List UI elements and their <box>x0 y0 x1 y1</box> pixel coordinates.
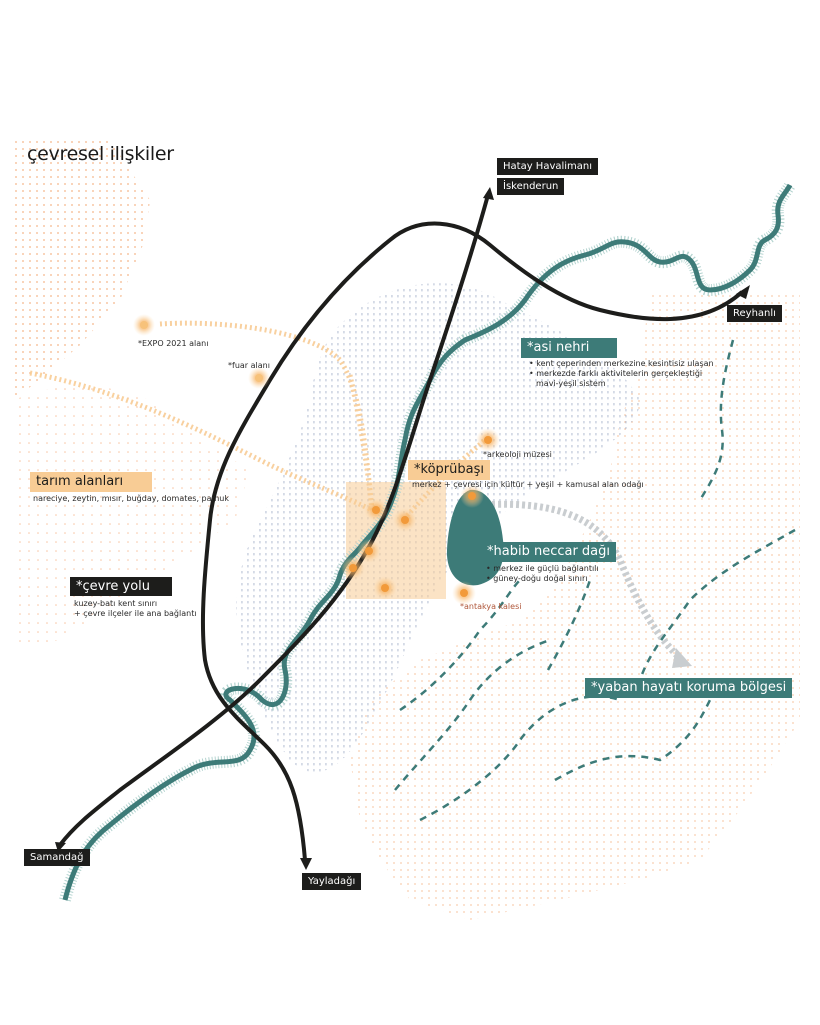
label-hatay-havalimani: Hatay Havalimanı <box>497 158 599 175</box>
asi-river <box>59 182 796 902</box>
airport-road <box>58 194 490 847</box>
label-samandag: Samandağ <box>24 849 90 866</box>
tarim-desc: nareciye, zeytin, mısır, buğday, domates… <box>33 494 230 503</box>
asi-nehri-desc-1: • kent çeperinden merkezine kesintisiz u… <box>529 359 714 368</box>
label-fuar: *fuar alanı <box>228 361 270 370</box>
arrow-to-yayladagi <box>300 858 312 870</box>
fuar-point <box>255 374 263 382</box>
agricultural-dot-area-northwest <box>12 140 150 400</box>
habib-neccar-desc-2: • güney-doğu doğal sınırı <box>486 574 588 583</box>
label-iskenderun: İskenderun <box>497 178 565 195</box>
label-antakya-kalesi: *antakya kalesi <box>460 602 522 611</box>
arrow-to-iskenderun <box>483 187 494 200</box>
label-koprubasi: *köprübaşı <box>408 460 490 480</box>
map-title: çevresel ilişkiler <box>27 143 174 165</box>
label-tarim-alanlari: tarım alanları <box>30 472 152 492</box>
cevre-yolu-desc-2: + çevre ilçeler ile ana bağlantı <box>74 609 197 618</box>
roads <box>58 194 744 861</box>
label-habib-neccar: *habib neccar dağı <box>481 542 617 562</box>
koprubasi-area <box>346 482 446 599</box>
antakya-kalesi-point <box>460 589 468 597</box>
cevre-yolu-desc-1: kuzey-batı kent sınırı <box>74 599 158 608</box>
asi-nehri-desc-3: mavi-yeşil sistem <box>536 379 606 388</box>
label-asi-nehri: *asi nehri <box>521 338 617 358</box>
dot-area-east <box>350 290 800 920</box>
points-of-interest <box>133 314 500 605</box>
habib-neccar-desc-1: • merkez ile güçlü bağlantılı <box>486 564 599 573</box>
label-yayladagi: Yayladağı <box>302 873 362 890</box>
koprubasi-desc: merkez + çevresi için kültür + yeşil + k… <box>412 480 644 489</box>
label-yaban-hayati: *yaban hayatı koruma bölgesi <box>585 678 793 698</box>
arrow-to-reyhanli <box>736 285 750 299</box>
label-cevre-yolu: *çevre yolu <box>70 577 172 596</box>
label-expo: *EXPO 2021 alanı <box>138 339 209 348</box>
wildlife-arrow-head <box>672 648 692 668</box>
label-reyhanli: Reyhanlı <box>727 305 782 322</box>
ring-road <box>200 221 744 861</box>
expo-point <box>140 321 148 329</box>
asi-nehri-desc-2: • merkezde farklı aktivitelerin gerçekle… <box>529 369 703 378</box>
arkeoloji-point <box>484 436 492 444</box>
label-arkeoloji: *arkeoloji müzesi <box>483 450 552 459</box>
